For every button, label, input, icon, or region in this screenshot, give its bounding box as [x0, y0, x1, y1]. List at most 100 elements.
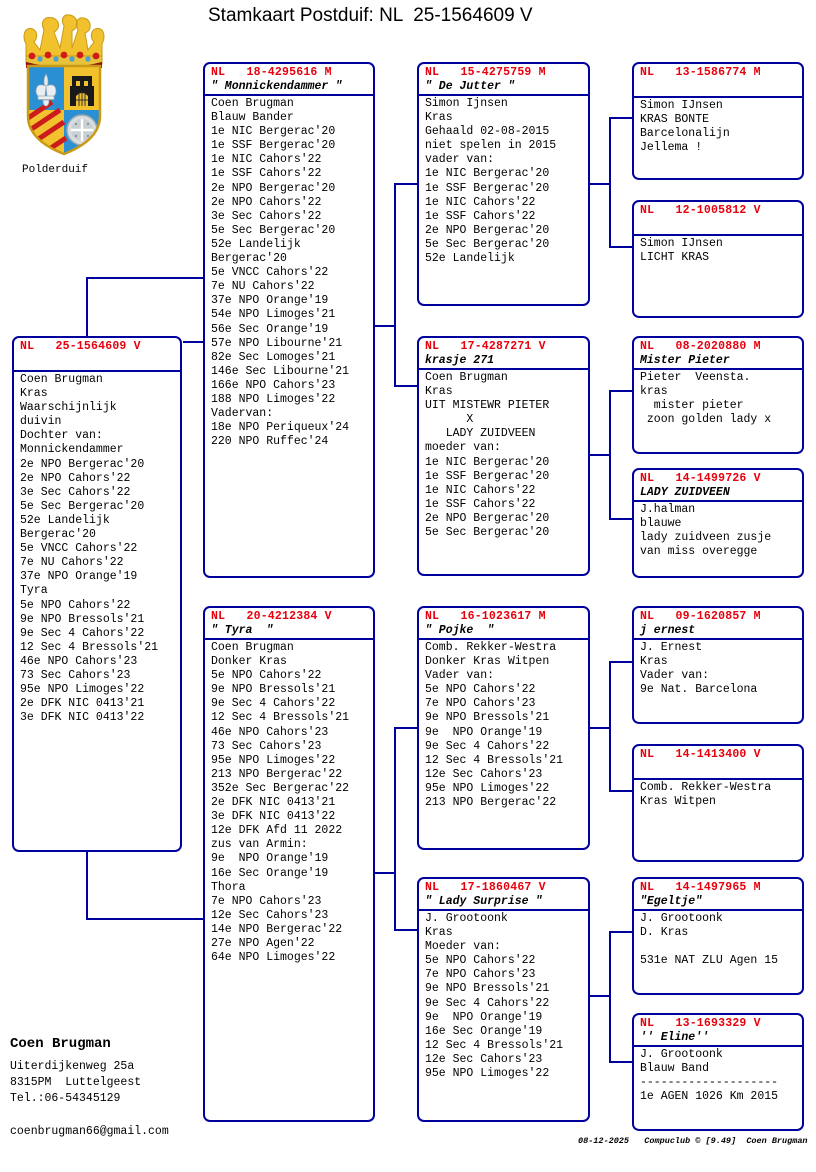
box-body-line: Moeder van: [425, 940, 501, 954]
box-body-line: 18e NPO Periqueux'24 [211, 421, 350, 435]
connector [609, 246, 633, 248]
connector [183, 341, 203, 343]
box-body-line: 1e SSF Cahors'22 [425, 497, 536, 511]
box-body-line: Tyra [20, 584, 48, 598]
box-pigeon-name: " De Jutter " [425, 80, 515, 93]
box-body-line: 73 Sec Cahors'23 [20, 668, 131, 682]
pedigree-box-maternal-grandmother[interactable]: NL 17-1860467 V " Lady Surprise " J. Gro… [417, 877, 590, 1122]
box-header: NL 13-1586774 M [634, 64, 802, 96]
software-credit: 08-12-2025 Compuclub © [9.49] Coen Brugm… [578, 1136, 808, 1146]
box-body-line: Vadervan: [211, 407, 274, 421]
owner-email[interactable]: coenbrugman66@gmail.com [10, 1125, 169, 1138]
box-body-line: 95e NPO Limoges'22 [211, 753, 336, 767]
box-body-line: UIT MISTEWR PIETER [425, 399, 550, 413]
box-header: NL 17-4287271 V krasje 271 [419, 338, 588, 368]
pedigree-box-maternal-grandfather[interactable]: NL 16-1023617 M " Pojke " Comb. Rekker-W… [417, 606, 590, 850]
box-body-line: 5e VNCC Cahors'22 [211, 266, 329, 280]
box-body-line: 95e NPO Limoges'22 [425, 1067, 550, 1081]
box-body-line: Waarschijnlijk [20, 401, 117, 415]
box-body-line: Coen Brugman [425, 371, 508, 384]
box-body-line: 52e Landelijk [20, 513, 110, 527]
box-pigeon-name: " Lady Surprise " [425, 895, 543, 908]
box-body-line: 1e NIC Cahors'22 [425, 195, 536, 209]
box-body-line: Dochter van: [20, 429, 103, 443]
box-body-line: LICHT KRAS [640, 251, 710, 265]
box-body-line: Jellema ! [640, 141, 703, 155]
box-header: NL 20-4212384 V " Tyra " [205, 608, 373, 638]
box-pigeon-name: j ernest [640, 624, 696, 637]
box-pigeon-name: " Pojke " [425, 624, 495, 637]
box-body-line: 16e Sec Orange'19 [425, 1024, 543, 1038]
box-body-line: 12e Sec Cahors'23 [425, 1052, 543, 1066]
box-body-line: Blauw Bander [211, 111, 294, 125]
connector [394, 929, 418, 931]
box-body-line: 12 Sec 4 Bressols'21 [20, 640, 159, 654]
connector [394, 183, 418, 185]
box-pigeon-name: " Tyra " [211, 624, 274, 637]
box-body-line: Kras [640, 655, 668, 669]
box-body-line: vader van: [425, 153, 495, 167]
owner-address: Uiterdijkenweg 25a [10, 1060, 135, 1073]
owner-phone: Tel.:06-54345129 [10, 1092, 121, 1105]
box-divider [14, 370, 180, 372]
connector [589, 454, 611, 456]
box-body-line: 188 NPO Limoges'22 [211, 392, 336, 406]
box-body-line: mister pieter [640, 399, 744, 413]
box-body-line: 64e NPO Limoges'22 [211, 951, 336, 965]
box-divider [634, 638, 802, 640]
box-body-line: 2e NPO Cahors'22 [211, 195, 322, 209]
connector [609, 661, 611, 792]
box-body-line: 5e Sec Bergerac'20 [20, 499, 145, 513]
box-body-line: Coen Brugman [20, 373, 103, 386]
pedigree-box-paternal-grandfather[interactable]: NL 15-4275759 M " De Jutter " Simon Ijns… [417, 62, 590, 306]
box-body-line: 352e Sec Bergerac'22 [211, 781, 350, 795]
box-pigeon-name: "Egeltje" [640, 895, 703, 908]
box-body-line: Kras [20, 387, 48, 401]
box-pigeon-name: " Monnickendammer " [211, 80, 343, 93]
pedigree-box-father[interactable]: NL 18-4295616 M " Monnickendammer " Coen… [203, 62, 375, 578]
box-body-line: J. Grootoonk [425, 912, 508, 925]
pedigree-box-great-grandparent-3[interactable]: NL 08-2020880 M Mister Pieter Pieter Vee… [632, 336, 804, 454]
box-ring-id: NL 20-4212384 V [211, 610, 332, 623]
box-body-line: LADY ZUIDVEEN [425, 427, 536, 441]
connector [609, 117, 633, 119]
box-body-line: J. Grootoonk [640, 912, 723, 925]
box-body-line: 3e DFK NIC 0413'22 [211, 810, 336, 824]
box-body-line: Donker Kras Witpen [425, 655, 550, 669]
box-body-line: J.halman [640, 503, 696, 516]
box-body-line: 166e NPO Cahors'23 [211, 378, 336, 392]
box-body-line: 46e NPO Cahors'23 [211, 725, 329, 739]
box-header: NL 14-1499726 V LADY ZUIDVEEN [634, 470, 802, 500]
box-body-line: blauwe [640, 517, 682, 531]
box-divider [634, 778, 802, 780]
box-header: NL 09-1620857 M j ernest [634, 608, 802, 638]
connector [374, 872, 396, 874]
box-body-line: 1e AGEN 1026 Km 2015 [640, 1090, 779, 1104]
polderduif-crest: Polderduif [12, 12, 116, 192]
box-body-line: Donker Kras [211, 655, 287, 669]
box-body-line: X [425, 413, 474, 427]
box-divider [419, 638, 588, 640]
box-body-line: zoon golden lady x [640, 413, 772, 427]
box-body-line: Blauw Band [640, 1062, 710, 1076]
box-divider [634, 909, 802, 911]
box-body-line: 5e NPO Cahors'22 [425, 954, 536, 968]
box-body-line: 213 NPO Bergerac'22 [211, 767, 343, 781]
box-body-line: 1e NIC Bergerac'20 [211, 125, 336, 139]
box-ring-id: NL 16-1023617 M [425, 610, 546, 623]
